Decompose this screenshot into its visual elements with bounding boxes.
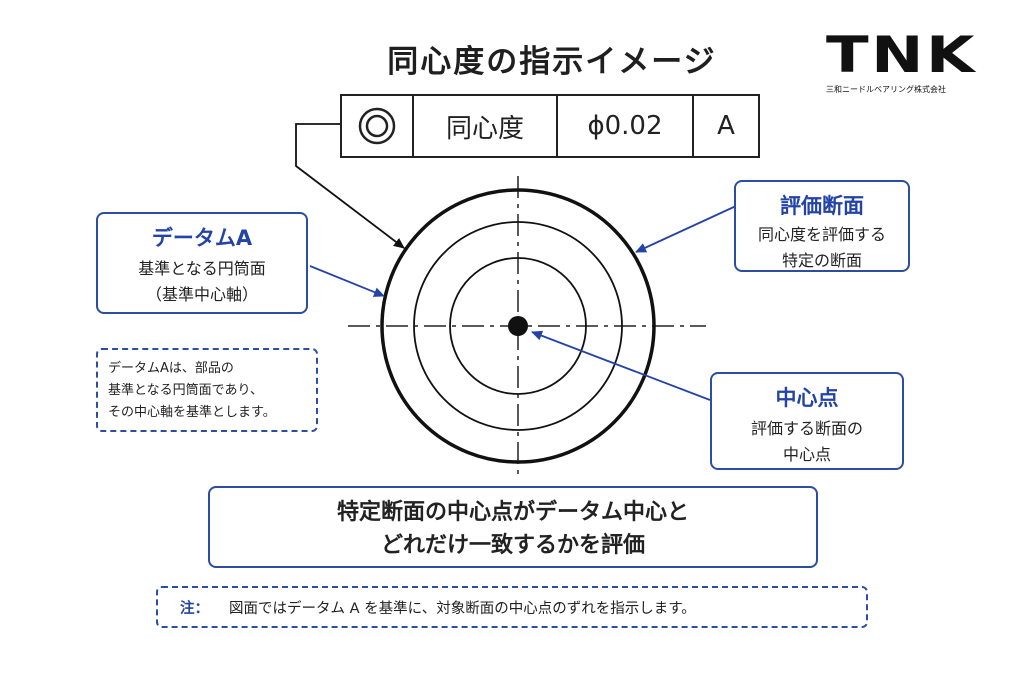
datum-note-line2: 基準となる円筒面であり、 xyxy=(108,383,263,398)
concentricity-icon xyxy=(358,107,396,145)
company-logo: TNK 三和ニードルベアリング株式会社 xyxy=(826,30,976,95)
eval-section-line2: 特定の断面 xyxy=(781,251,862,270)
footnote-text: 図面ではデータム A を基準に、対象断面の中心点のずれを指示します。 xyxy=(229,600,696,617)
datum-arrow xyxy=(309,265,385,297)
eval-section-arrow xyxy=(635,205,737,253)
outer-circle xyxy=(380,188,656,464)
center-point-heading: 中心点 xyxy=(775,386,839,410)
feature-control-frame: 同心度 ϕ0.02 A xyxy=(340,94,760,158)
datum-note-box: データムAは、部品の 基準となる円筒面であり、 その中心軸を基準とします。 xyxy=(96,348,318,432)
center-point-arrow xyxy=(531,330,711,401)
datum-a-line1: 基準となる円筒面 xyxy=(138,259,266,278)
fcf-datum: A xyxy=(692,96,758,156)
eval-section-box: 評価断面 同心度を評価する 特定の断面 xyxy=(734,180,910,272)
main-message-line1: 特定断面の中心点がデータム中心と xyxy=(336,500,689,525)
datum-a-line2: （基準中心軸） xyxy=(145,285,258,304)
middle-circle xyxy=(413,221,623,431)
fcf-characteristic: 同心度 xyxy=(412,96,556,156)
center-point-dot xyxy=(508,316,528,336)
datum-note-line3: その中心軸を基準とします。 xyxy=(108,405,276,420)
datum-a-box: データムA 基準となる円筒面 （基準中心軸） xyxy=(96,212,308,314)
footnote-box: 注： 図面ではデータム A を基準に、対象断面の中心点のずれを指示します。 xyxy=(156,586,868,628)
fcf-leader-arrow xyxy=(295,123,405,249)
footnote-label: 注： xyxy=(180,600,209,617)
center-point-line2: 中心点 xyxy=(782,445,831,464)
datum-a-heading: データムA xyxy=(151,226,253,250)
main-message-line2: どれだけ一致するかを評価 xyxy=(380,533,645,558)
logo-company-name: 三和ニードルベアリング株式会社 xyxy=(826,85,946,94)
page-title: 同心度の指示イメージ xyxy=(387,44,717,80)
eval-section-line1: 同心度を評価する xyxy=(757,225,886,244)
center-point-box: 中心点 評価する断面の 中心点 xyxy=(710,372,904,470)
main-message-box: 特定断面の中心点がデータム中心と どれだけ一致するかを評価 xyxy=(208,486,818,568)
concentricity-symbol-cell xyxy=(342,96,412,156)
fcf-tolerance: ϕ0.02 xyxy=(556,96,692,156)
center-point-line1: 評価する断面の xyxy=(750,419,863,438)
inner-circle xyxy=(449,257,587,395)
logo-mark: TNK xyxy=(826,26,977,84)
datum-note-line1: データムAは、部品の xyxy=(108,361,234,376)
eval-section-heading: 評価断面 xyxy=(780,194,864,218)
